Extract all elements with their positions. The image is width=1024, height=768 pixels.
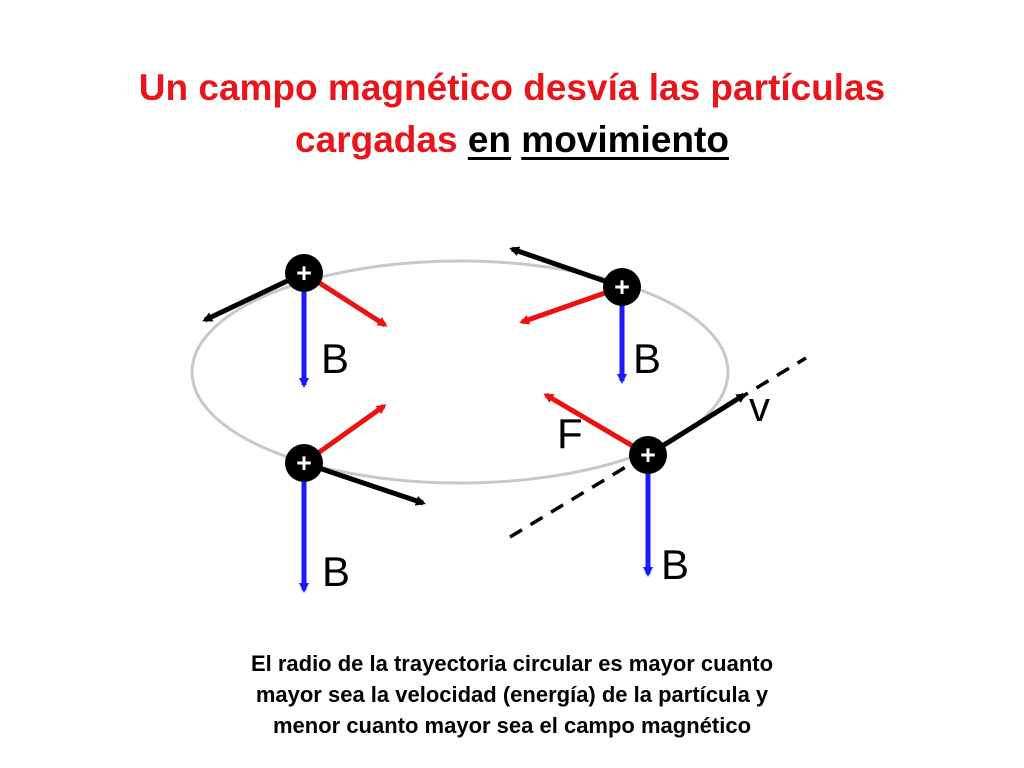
slide-title: Un campo magnético desvía las partículas… [0,62,1024,166]
field-label: B [661,541,689,588]
caption-line-2: mayor sea la velocidad (energía) de la p… [255,682,769,707]
field-label: B [633,335,661,382]
field-label: B [321,335,349,382]
positive-charge [629,436,667,474]
caption-line-3: menor cuanto mayor sea el campo magnétic… [272,713,752,738]
positive-charge [285,254,323,292]
title-word-movimiento: movimiento [521,119,729,160]
explanation-caption: El radio de la trayectoria circular es m… [0,648,1024,741]
particle-top-left: + B [202,254,388,388]
title-line-2: cargadas en movimiento [0,114,1024,166]
plus-sign: + [614,272,630,302]
velocity-arrow [509,246,623,290]
field-label: B [322,548,350,595]
plus-sign: + [296,258,312,288]
particle-top-right: + B [509,246,661,384]
plus-sign: + [296,448,312,478]
plus-sign: + [640,440,656,470]
title-word-en: en [467,119,512,160]
title-word-cargadas: cargadas [295,119,458,160]
particle-bottom-right: + B F v [543,383,770,588]
velocity-arrow [303,460,426,506]
circular-trajectory [190,259,730,485]
caption-line-1: El radio de la trayectoria circular es m… [250,651,774,676]
title-line-1: Un campo magnético desvía las partículas [138,67,886,108]
velocity-label: v [749,383,770,430]
force-arrow [543,392,650,458]
positive-charge [603,268,641,306]
particle-bottom-left: + B [285,403,426,595]
positive-charge [285,444,323,482]
force-label: F [557,410,583,457]
